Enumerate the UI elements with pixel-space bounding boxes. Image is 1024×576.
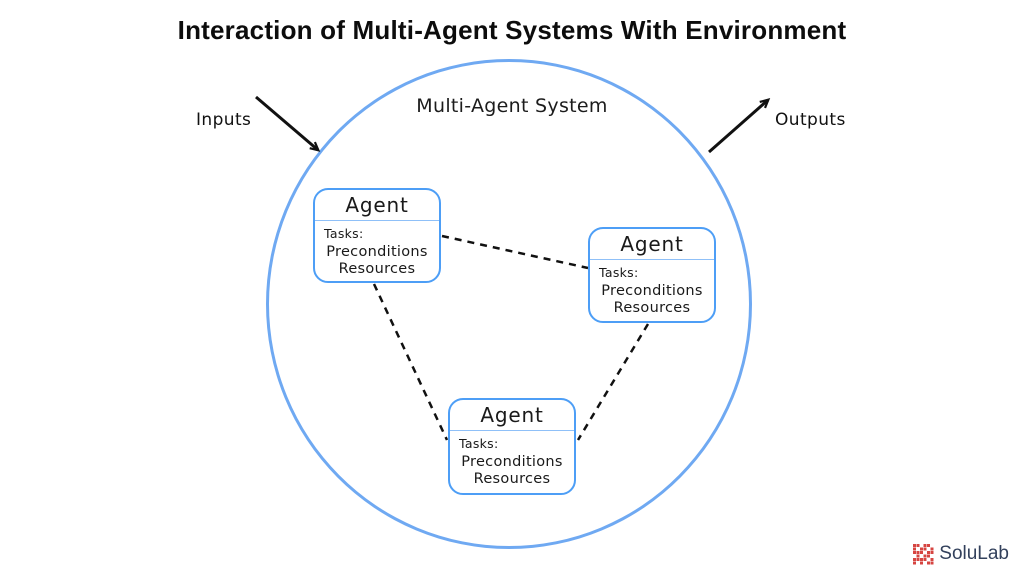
page-title: Interaction of Multi-Agent Systems With …: [177, 15, 847, 45]
task-resources: Resources: [338, 261, 416, 278]
agent-title: Agent: [315, 190, 439, 221]
agent-box-1: Agent Tasks: Preconditions Resources: [313, 188, 441, 283]
task-preconditions: Preconditions: [326, 244, 428, 260]
agent-title: Agent: [450, 400, 574, 431]
agent-title: Agent: [590, 229, 714, 260]
solulab-pixel-icon: [913, 543, 934, 564]
task-preconditions: Preconditions: [601, 283, 703, 299]
task-resources: Resources: [613, 300, 691, 317]
tasks-label: Tasks:: [599, 265, 639, 280]
tasks-label: Tasks:: [324, 226, 364, 241]
tasks-label: Tasks:: [459, 436, 499, 451]
outputs-label: Outputs: [775, 110, 846, 130]
logo-text: SoluLab: [939, 543, 1009, 564]
task-resources: Resources: [473, 471, 551, 488]
task-preconditions: Preconditions: [461, 454, 563, 470]
system-label: Multi-Agent System: [416, 95, 608, 117]
solulab-logo: SoluLab: [913, 543, 1009, 565]
agent-box-2: Agent Tasks: Preconditions Resources: [588, 227, 716, 323]
inputs-label: Inputs: [196, 110, 252, 130]
agent-box-3: Agent Tasks: Preconditions Resources: [448, 398, 576, 495]
